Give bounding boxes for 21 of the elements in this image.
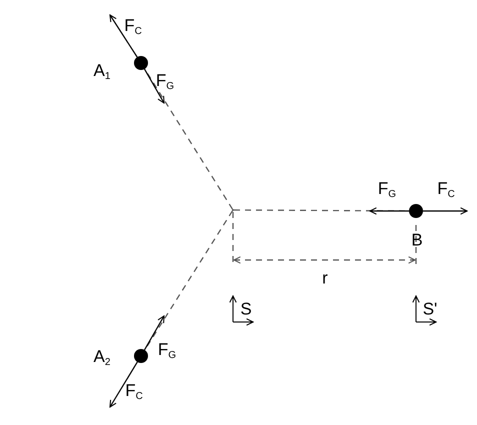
force-arrow [109,14,138,58]
force-arrow [109,362,138,408]
force-label: F$_{G}$ [156,72,174,92]
force-label: F$_{C}$ [125,382,143,402]
force-label: F$_{C}$ [437,180,455,200]
frame-label: S [240,300,252,318]
point-label: A$_{2}$ [94,348,110,368]
force-arrow [423,207,468,215]
mass-dot [409,204,423,218]
force-label: F$_{G}$ [158,341,176,361]
force-arrow [369,207,409,215]
point-label: B [411,232,423,248]
force-arrow [144,315,165,350]
mass-dot [134,56,148,70]
frame-label: S' [422,300,438,318]
force-arrow [144,68,165,104]
force-label: F$_{C}$ [124,17,142,37]
distance-label: r [322,270,328,286]
mass-dot [134,349,148,363]
point-label: A$_{1}$ [94,62,110,82]
force-label: F$_{G}$ [378,180,396,200]
